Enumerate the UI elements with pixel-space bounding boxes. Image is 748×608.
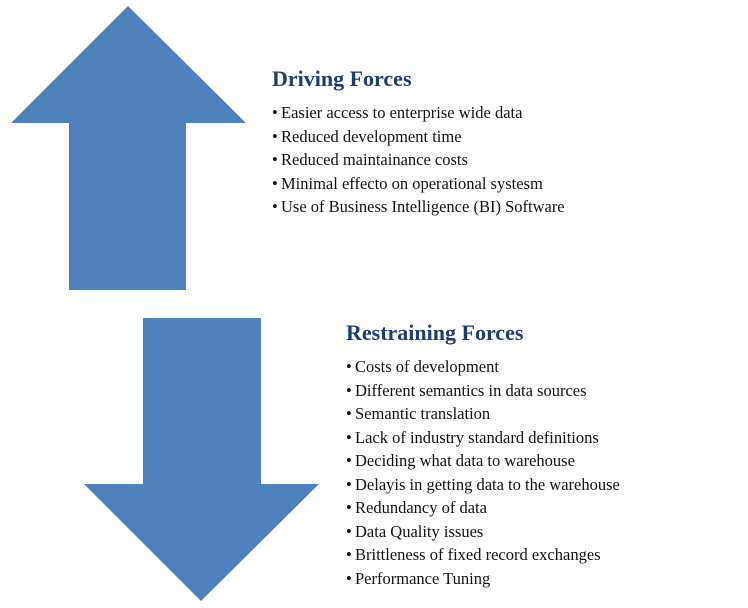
up-arrow-icon xyxy=(11,6,246,290)
bullet-icon: • xyxy=(346,498,352,517)
restraining-forces-title: Restraining Forces xyxy=(346,320,524,345)
bullet-icon: • xyxy=(346,474,352,494)
bullet-icon: • xyxy=(272,103,278,122)
bullet-icon: • xyxy=(346,357,352,376)
list-item: •Use of Business Intelligence (BI) Softw… xyxy=(272,195,565,219)
list-item: •Delayis in getting data to the warehous… xyxy=(346,473,620,497)
list-item: •Deciding what data to warehouse xyxy=(346,449,620,473)
list-item: •Reduced development time xyxy=(272,125,565,149)
list-item: •Performance Tuning xyxy=(346,567,620,591)
driving-forces-panel: Driving Forces •Easier access to enterpr… xyxy=(272,66,565,219)
bullet-icon: • xyxy=(272,197,278,216)
list-item: •Minimal effecto on operational systesm xyxy=(272,172,565,196)
bullet-icon: • xyxy=(346,427,352,447)
list-item: •Lack of industry standard definitions xyxy=(346,426,620,450)
list-item: •Redundancy of data xyxy=(346,496,620,520)
bullet-icon: • xyxy=(346,380,352,400)
list-item: •Different semantics in data sources xyxy=(346,379,620,403)
bullet-icon: • xyxy=(346,568,352,588)
list-item: •Easier access to enterprise wide data xyxy=(272,101,565,125)
list-item: •Reduced maintainance costs xyxy=(272,148,565,172)
list-item: •Costs of development xyxy=(346,355,620,379)
driving-forces-list: •Easier access to enterprise wide data •… xyxy=(272,101,565,219)
list-item: •Data Quality issues xyxy=(346,520,620,544)
restraining-forces-panel: Restraining Forces •Costs of development… xyxy=(346,320,620,590)
bullet-icon: • xyxy=(272,126,278,146)
bullet-icon: • xyxy=(346,521,352,541)
list-item: •Brittleness of fixed record exchanges xyxy=(346,543,620,567)
bullet-icon: • xyxy=(346,404,352,423)
bullet-icon: • xyxy=(346,545,352,564)
bullet-icon: • xyxy=(272,173,278,193)
restraining-forces-list: •Costs of development •Different semanti… xyxy=(346,355,620,590)
down-arrow-icon xyxy=(84,318,319,601)
bullet-icon: • xyxy=(272,150,278,169)
list-item: •Semantic translation xyxy=(346,402,620,426)
bullet-icon: • xyxy=(346,451,352,470)
driving-forces-title: Driving Forces xyxy=(272,66,412,91)
